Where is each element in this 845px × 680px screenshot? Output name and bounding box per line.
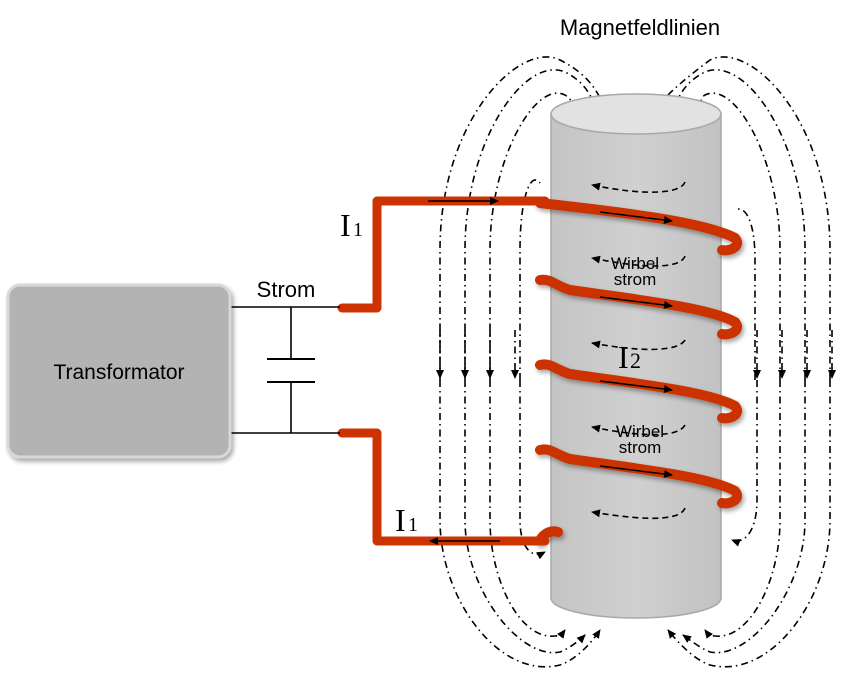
coil-current-arrows [599,211,673,478]
circuit [230,306,340,434]
field-lines [436,56,836,668]
transformer: Transformator [6,283,232,459]
current-subscript: 2 [630,348,641,373]
current-arrow [599,380,673,393]
field-line [731,380,758,547]
eddy-label-1: Wirbel strom [611,254,659,289]
eddy-currents [591,181,686,520]
cylinder-top [550,93,722,135]
eddy-arrow [591,339,686,351]
eddy-arrow [591,507,686,520]
field-line [519,380,546,560]
primary-current-top-label: I 1 [340,207,363,243]
current-symbol: I [395,502,406,538]
current-subscript: 1 [408,514,418,536]
field-line [674,69,806,380]
wire-bottom [337,428,550,546]
eddy-label-2: Wirbel strom [616,422,664,457]
field-line [439,380,601,668]
field-line [654,56,831,380]
current-label: Strom [257,277,316,302]
eddy-label-line2: strom [614,270,657,289]
lead-wires [337,196,550,546]
title: Magnetfeldlinien [560,15,720,40]
field-line [439,56,606,380]
current-subscript: 1 [353,219,363,241]
current-symbol: I [618,339,629,375]
secondary-current-label: I 2 [618,339,641,375]
field-line [464,69,596,380]
transformer-box [6,283,232,459]
current-arrow [599,296,673,309]
primary-current-bottom-label: I 1 [395,502,418,538]
transformer-label: Transformator [53,361,184,384]
field-line [464,380,586,654]
field-line [667,380,831,668]
wire-top [337,196,550,313]
eddy-label-line1: Wirbel [616,422,664,441]
eddy-label-line2: strom [619,438,662,457]
field-line [489,380,566,639]
eddy-arrow [591,181,686,193]
coil-turn [535,198,743,256]
current-symbol: I [340,207,351,243]
current-arrow [599,211,673,224]
field-line [704,380,781,639]
field-line [734,208,756,380]
eddy-arrow [591,424,686,436]
eddy-arrow [591,255,686,267]
eddy-label-line1: Wirbel [611,254,659,273]
current-arrow [599,465,673,478]
field-line [682,380,806,654]
workpiece-cylinder [550,93,722,619]
